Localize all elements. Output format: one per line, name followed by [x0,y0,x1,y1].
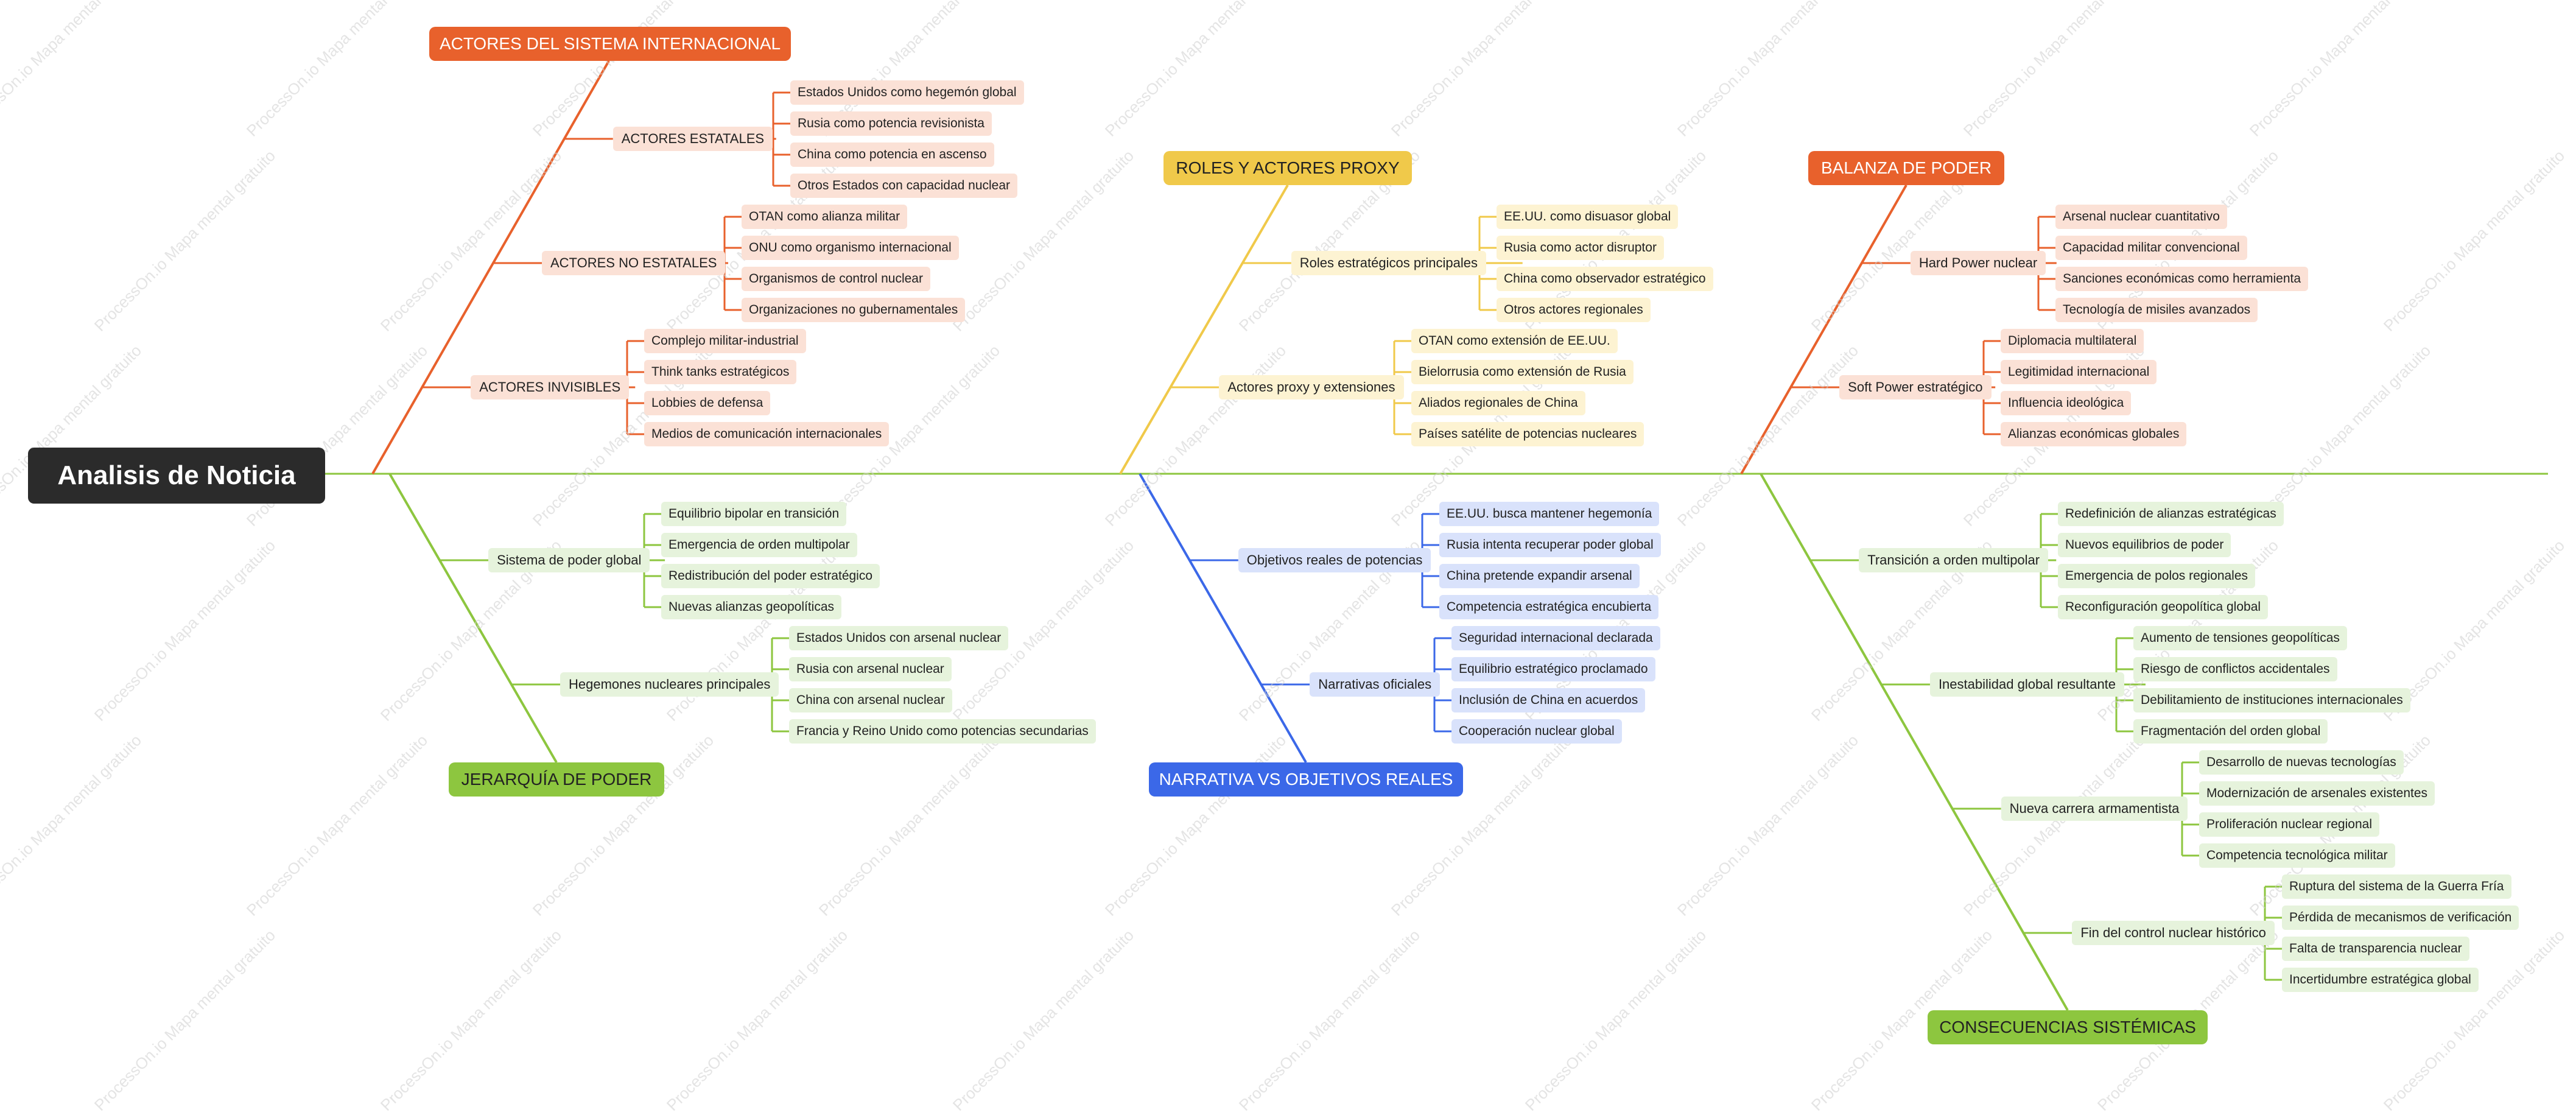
leaf-topic[interactable]: Capacidad militar convencional [2055,236,2247,260]
leaf-topic[interactable]: Estados Unidos con arsenal nuclear [789,626,1009,650]
leaf-topic[interactable]: Proliferación nuclear regional [2199,812,2379,837]
leaf-topic[interactable]: Falta de transparencia nuclear [2282,937,2469,961]
leaf-topic[interactable]: Pérdida de mecanismos de verificación [2282,906,2519,930]
leaf-topic[interactable]: Arsenal nuclear cuantitativo [2055,205,2227,229]
leaf-topic[interactable]: Aumento de tensiones geopolíticas [2133,626,2347,650]
leaf-topic[interactable]: Desarrollo de nuevas tecnologías [2199,750,2404,775]
category-balanza[interactable]: BALANZA DE PODER [1808,151,2004,185]
subtopic[interactable]: Nueva carrera armamentista [2001,797,2188,821]
leaf-topic[interactable]: Organismos de control nuclear [742,267,930,291]
category-actores[interactable]: ACTORES DEL SISTEMA INTERNACIONAL [429,27,791,61]
leaf-topic[interactable]: Rusia como potencia revisionista [790,111,992,136]
root-topic[interactable]: Analisis de Noticia [28,448,325,504]
subtopic[interactable]: Narrativas oficiales [1310,672,1441,697]
subtopic[interactable]: Roles estratégicos principales [1291,251,1486,275]
leaf-topic[interactable]: EE.UU. como disuasor global [1497,205,1679,229]
connector-lines [325,60,2548,1011]
leaf-topic[interactable]: Países satélite de potencias nucleares [1411,422,1644,446]
leaf-topic[interactable]: China pretende expandir arsenal [1439,564,1640,588]
leaf-topic[interactable]: Rusia con arsenal nuclear [789,657,952,681]
leaf-topic[interactable]: Complejo militar-industrial [644,329,806,353]
leaf-topic[interactable]: Otros Estados con capacidad nuclear [790,174,1018,198]
leaf-topic[interactable]: ONU como organismo internacional [742,236,959,260]
subtopic[interactable]: Hard Power nuclear [1910,251,2046,275]
subtopic[interactable]: ACTORES ESTATALES [612,127,773,151]
spine-narrativa [1139,473,1307,763]
subtopic[interactable]: Actores proxy y extensiones [1219,375,1404,399]
leaf-topic[interactable]: Redefinición de alianzas estratégicas [2058,502,2284,526]
spine-jerarquia [388,473,558,764]
leaf-topic[interactable]: Incertidumbre estratégica global [2282,968,2479,992]
leaf-topic[interactable]: Rusia intenta recuperar poder global [1439,533,1661,557]
category-jerarquia[interactable]: JERARQUÍA DE PODER [449,762,664,797]
subtopic[interactable]: Fin del control nuclear histórico [2072,921,2275,945]
leaf-topic[interactable]: Aliados regionales de China [1411,391,1585,415]
leaf-topic[interactable]: OTAN como extensión de EE.UU. [1411,329,1618,353]
leaf-topic[interactable]: Emergencia de polos regionales [2058,564,2256,588]
leaf-topic[interactable]: China como potencia en ascenso [790,142,994,167]
leaf-topic[interactable]: China como observador estratégico [1497,267,1713,291]
leaf-topic[interactable]: Estados Unidos como hegemón global [790,80,1024,105]
leaf-topic[interactable]: Francia y Reino Unido como potencias sec… [789,719,1096,744]
leaf-topic[interactable]: Equilibrio bipolar en transición [661,502,847,526]
leaf-topic[interactable]: Rusia como actor disruptor [1497,236,1664,260]
leaf-topic[interactable]: Nuevos equilibrios de poder [2058,533,2231,557]
leaf-topic[interactable]: Equilibrio estratégico proclamado [1451,657,1655,681]
leaf-topic[interactable]: Debilitamiento de instituciones internac… [2133,688,2410,712]
leaf-topic[interactable]: Tecnología de misiles avanzados [2055,298,2258,322]
leaf-topic[interactable]: Modernización de arsenales existentes [2199,781,2435,806]
leaf-topic[interactable]: Otros actores regionales [1497,298,1651,322]
category-consecuencias[interactable]: CONSECUENCIAS SISTÉMICAS [1928,1010,2208,1044]
subtopic[interactable]: Objetivos reales de potencias [1238,548,1431,572]
leaf-topic[interactable]: Nuevas alianzas geopolíticas [661,595,841,619]
leaf-topic[interactable]: Think tanks estratégicos [644,360,797,384]
leaf-topic[interactable]: Sanciones económicas como herramienta [2055,267,2309,291]
leaf-topic[interactable]: Influencia ideológica [2001,391,2132,415]
leaf-topic[interactable]: Competencia estratégica encubierta [1439,595,1659,619]
leaf-topic[interactable]: Redistribución del poder estratégico [661,564,880,588]
leaf-topic[interactable]: Organizaciones no gubernamentales [742,298,966,322]
leaf-topic[interactable]: Lobbies de defensa [644,391,771,415]
leaf-topic[interactable]: Competencia tecnológica militar [2199,843,2395,868]
leaf-topic[interactable]: EE.UU. busca mantener hegemonía [1439,502,1660,526]
spine-consecuencias [1760,473,2069,1011]
spine-balanza [1740,185,1907,474]
subtopic[interactable]: Hegemones nucleares principales [560,672,779,697]
leaf-topic[interactable]: Seguridad internacional declarada [1451,626,1660,650]
leaf-topic[interactable]: Fragmentación del orden global [2133,719,2328,744]
subtopic[interactable]: ACTORES INVISIBLES [471,375,630,399]
category-roles[interactable]: ROLES Y ACTORES PROXY [1163,151,1412,185]
leaf-topic[interactable]: Legitimidad internacional [2001,360,2157,384]
subtopic[interactable]: Soft Power estratégico [1839,375,1992,399]
spine-actores [371,60,610,474]
leaf-topic[interactable]: Riesgo de conflictos accidentales [2133,657,2337,681]
subtopic[interactable]: ACTORES NO ESTATALES [542,251,726,275]
leaf-topic[interactable]: Cooperación nuclear global [1451,719,1622,744]
leaf-topic[interactable]: Reconfiguración geopolítica global [2058,595,2269,619]
spine-roles [1119,184,1289,475]
leaf-topic[interactable]: Emergencia de orden multipolar [661,533,857,557]
leaf-topic[interactable]: Diplomacia multilateral [2001,329,2144,353]
leaf-topic[interactable]: China con arsenal nuclear [789,688,952,712]
leaf-topic[interactable]: Alianzas económicas globales [2001,422,2187,446]
leaf-topic[interactable]: OTAN como alianza militar [742,205,908,229]
leaf-topic[interactable]: Inclusión de China en acuerdos [1451,688,1646,712]
subtopic[interactable]: Inestabilidad global resultante [1929,672,2125,697]
leaf-topic[interactable]: Medios de comunicación internacionales [644,422,890,446]
category-narrativa[interactable]: NARRATIVA VS OBJETIVOS REALES [1149,762,1463,797]
subtopic[interactable]: Sistema de poder global [488,548,650,572]
leaf-topic[interactable]: Ruptura del sistema de la Guerra Fría [2282,874,2511,899]
subtopic[interactable]: Transición a orden multipolar [1859,548,2049,572]
leaf-topic[interactable]: Bielorrusia como extensión de Rusia [1411,360,1634,384]
